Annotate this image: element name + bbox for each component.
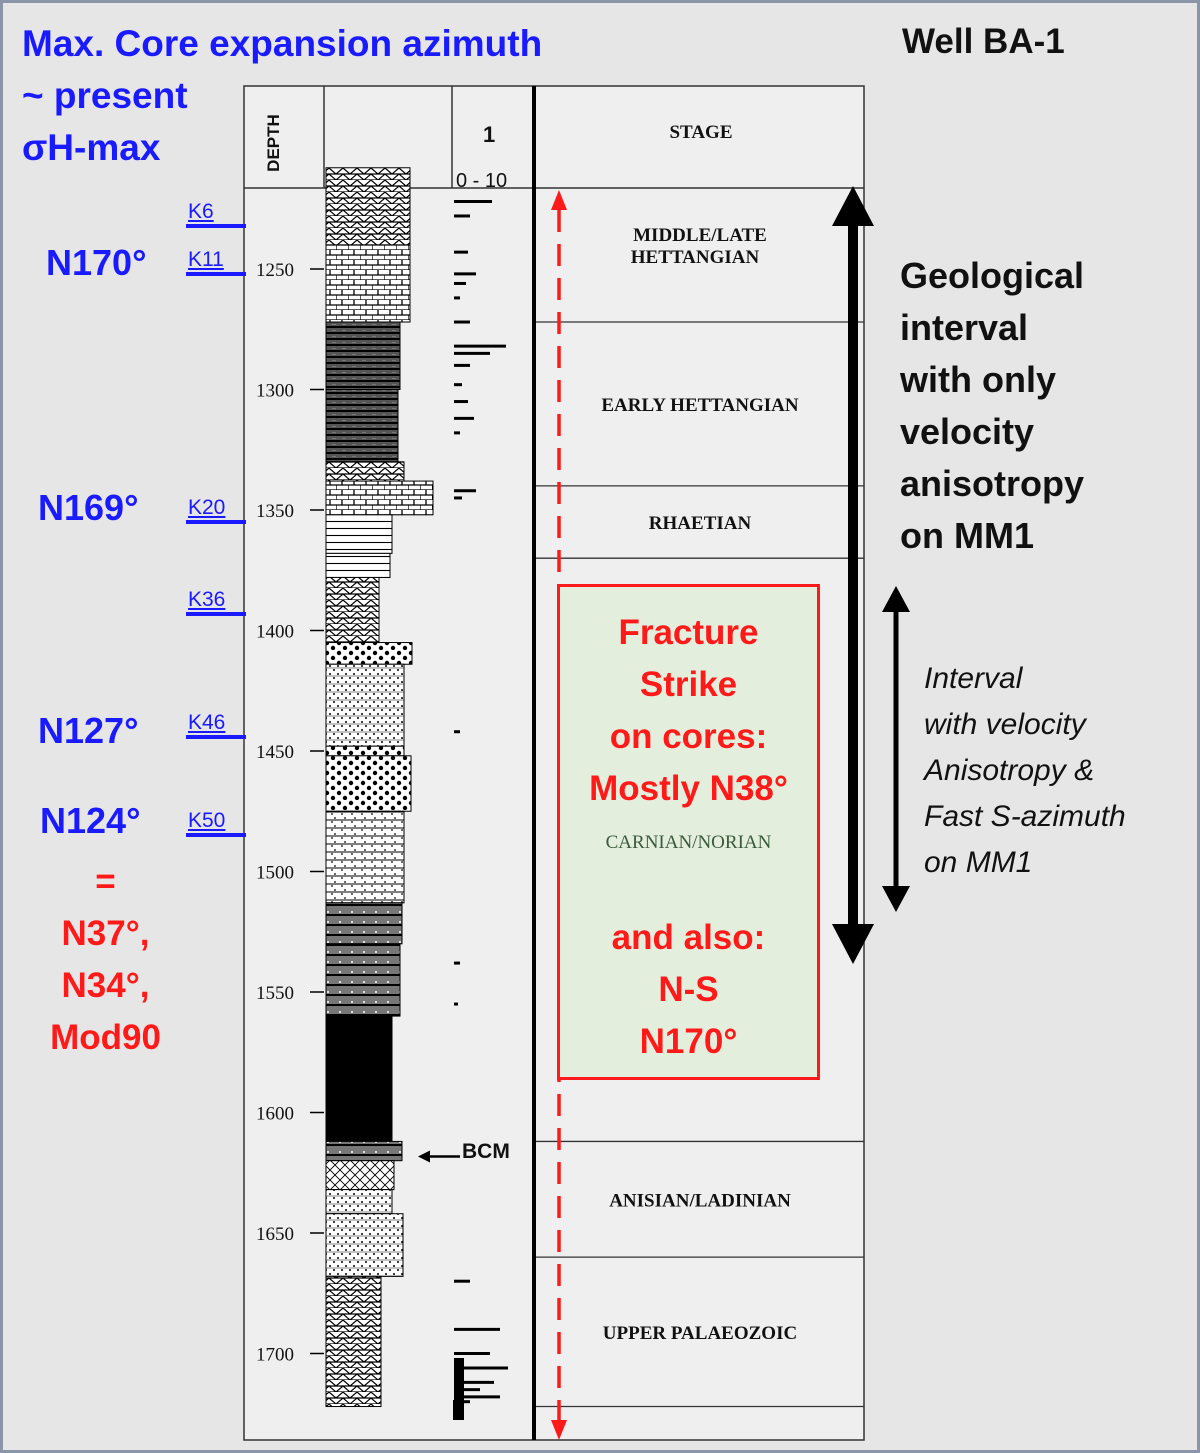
lithology-column (325, 167, 434, 1408)
lithology-bed (325, 514, 393, 554)
depth-tick-label: 1450 (256, 742, 294, 763)
red-arrowhead-bottom (551, 1420, 567, 1440)
lithology-bed (325, 244, 411, 323)
stress-title-line-2: ~ present (22, 75, 188, 116)
lithology-bed (325, 1275, 382, 1408)
red-arrowhead-top (551, 190, 567, 210)
stage-name: ANISIAN/LADINIAN (609, 1190, 791, 1211)
depth-tick-label: 1650 (256, 1224, 294, 1245)
core-sample-line (186, 271, 246, 276)
stress-title-line-1: Max. Core expansion azimuth (22, 23, 543, 64)
small-arrowhead-bottom (882, 886, 910, 912)
lithology-bed (325, 389, 399, 463)
velocity-interval-note: Interval with velocity Anisotropy & Fast… (924, 662, 1126, 879)
stress-title-line-3: σH-max (22, 127, 161, 168)
depth-tick-label: 1350 (256, 501, 294, 522)
small-arrowhead-top (882, 586, 910, 612)
depth-tick-label: 1550 (256, 983, 294, 1004)
core-sample-label: K11 (188, 247, 224, 271)
lithology-bed (325, 1015, 393, 1142)
stage-header: STAGE (669, 122, 733, 143)
black-arrowhead-top (832, 186, 874, 226)
stage-name: HETTANGIAN (631, 247, 760, 268)
depth-tick-label: 1250 (256, 260, 294, 281)
lithology-bed (325, 552, 391, 578)
fracture-strike-text: Fracture Strike on cores: Mostly N38° (589, 613, 788, 808)
stage-name: MIDDLE/LATE (633, 225, 767, 246)
core-sample-label: K20 (188, 496, 226, 520)
core-sample-label: K6 (188, 199, 214, 223)
lithology-bed (325, 1140, 403, 1162)
interval-arrows (551, 186, 910, 1440)
lithology-bed (325, 902, 403, 945)
lithology-bed (325, 943, 401, 1017)
core-sample-line (186, 833, 246, 838)
lithology-bed (325, 576, 380, 644)
lithology-bed (325, 663, 405, 747)
lithology-bed (325, 1160, 395, 1191)
stage-label-carnian-norian: CARNIAN/NORIAN (605, 832, 772, 853)
azimuth-label: N127° (38, 710, 139, 751)
lithology-bed (325, 745, 405, 757)
lithology-bed (325, 461, 405, 482)
lithology-bed (325, 321, 401, 390)
depth-ticks: 1250 1300 1350 1400 1450 1500 1550 1600 1650 1700 (256, 260, 324, 1366)
lithology-bed (325, 810, 405, 904)
depth-tick-label: 1300 (256, 381, 294, 402)
azimuth-equivalents: = N37°, N34°, Mod90 (50, 862, 161, 1057)
black-arrowhead-bottom (832, 924, 874, 964)
bcm-label: BCM (462, 1140, 510, 1163)
lithology-bed (325, 1213, 404, 1277)
azimuth-label: N170° (46, 242, 147, 283)
depth-tick-label: 1400 (256, 622, 294, 643)
well-name: Well BA-1 (902, 22, 1065, 61)
core-sample-line (186, 734, 246, 739)
fracture-strike-text-2: and also: N-S N170° (611, 918, 766, 1061)
stress-title: Max. Core expansion azimuth ~ present σH… (22, 18, 542, 174)
core-sample-line (186, 520, 246, 525)
core-sample-line (186, 611, 246, 616)
fracture-strike-box: Fracture Strike on cores: Mostly N38° CA… (557, 584, 820, 1080)
lithology-bed (325, 167, 411, 246)
stage-name: RHAETIAN (649, 513, 752, 534)
bcm-arrowhead (418, 1150, 430, 1163)
log-track-1 (418, 200, 508, 1420)
core-sample-label: K36 (188, 587, 226, 611)
core-sample-line (186, 223, 246, 228)
lithology-bed (325, 1189, 393, 1215)
stage-name: EARLY HETTANGIAN (601, 395, 799, 416)
core-sample-label: K46 (188, 710, 226, 734)
track-header-top: 1 (483, 122, 496, 147)
lithology-bed (325, 480, 434, 516)
track-header-range: 0 - 10 (456, 170, 508, 192)
depth-tick-label: 1700 (256, 1345, 294, 1366)
depth-tick-label: 1600 (256, 1104, 294, 1125)
lithology-bed (325, 755, 412, 812)
azimuth-label: N124° (40, 800, 141, 841)
log-spike (454, 1358, 464, 1420)
depth-tick-label: 1500 (256, 863, 294, 884)
geological-interval-note: Geological interval with only velocity a… (900, 255, 1085, 556)
azimuth-label: N169° (38, 487, 139, 528)
stage-name: UPPER PALAEOZOIC (603, 1323, 797, 1344)
core-sample-label: K50 (188, 809, 226, 833)
lithology-bed (325, 642, 413, 665)
